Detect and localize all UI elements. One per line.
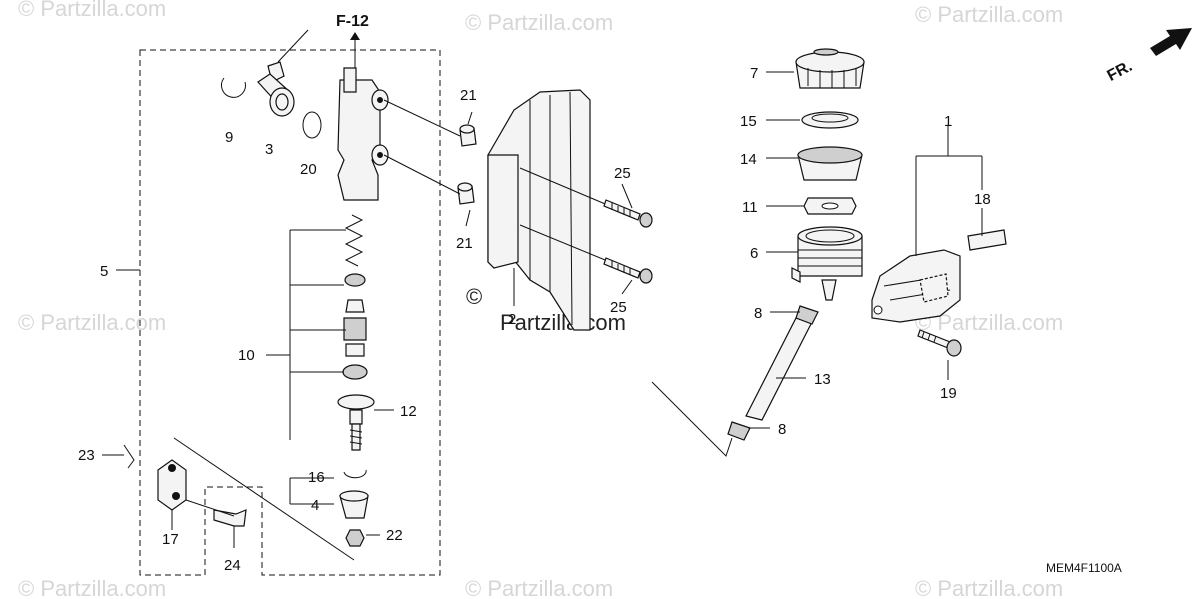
callout-25: 25 — [614, 165, 631, 182]
watermark: © Partzilla.com — [18, 0, 166, 21]
snap-ring — [343, 469, 367, 479]
bolt — [519, 224, 653, 284]
callout-18: 18 — [974, 191, 991, 208]
collar-top — [457, 182, 473, 192]
callout-10: 10 — [238, 347, 255, 364]
leader-line — [173, 437, 355, 561]
circlip — [221, 77, 246, 98]
callout-19: 19 — [940, 385, 957, 402]
leader-line — [383, 154, 461, 195]
hose-clamp — [727, 421, 751, 441]
diaphragm-top — [797, 146, 863, 164]
bolt — [519, 167, 653, 228]
callout-13: 13 — [814, 371, 831, 388]
clevis-hole — [168, 464, 176, 472]
callout-12: 12 — [400, 403, 417, 420]
caution-label — [967, 229, 1007, 251]
callout-15: 15 — [740, 113, 757, 130]
callout-6: 6 — [750, 245, 758, 262]
leader-line — [465, 111, 473, 227]
front-label: FR. — [1104, 58, 1135, 85]
nut — [345, 529, 365, 547]
watermark: © Partzilla.com — [18, 576, 166, 599]
o-ring — [302, 111, 322, 139]
watermark: © Partzilla.com — [915, 576, 1063, 599]
watermark-dark-symbol: © — [466, 284, 482, 309]
watermark: © Partzilla.com — [465, 10, 613, 35]
ref-arrow-head — [350, 32, 360, 40]
callout-8: 8 — [754, 305, 762, 322]
leader-line — [651, 381, 733, 457]
callout-23: 23 — [78, 447, 95, 464]
callout-24: 24 — [224, 557, 241, 574]
boot-top — [339, 490, 369, 502]
clevis-pin — [213, 509, 247, 527]
callout-1: 1 — [944, 113, 952, 130]
callout-8: 8 — [778, 421, 786, 438]
hose-clamp — [795, 305, 819, 325]
cotter-pin — [123, 444, 135, 469]
guard-plate — [487, 89, 591, 331]
leader-line — [383, 99, 461, 137]
reservoir-hose — [745, 317, 813, 421]
watermark: © Partzilla.com — [915, 2, 1063, 27]
callout-7: 7 — [750, 65, 758, 82]
leader-bracket — [266, 229, 346, 440]
watermark: © Partzilla.com — [465, 576, 613, 599]
callout-21: 21 — [460, 87, 477, 104]
leader-line — [185, 499, 235, 517]
callout-3: 3 — [265, 141, 273, 158]
callout-17: 17 — [162, 531, 179, 548]
watermark: © Partzilla.com — [18, 310, 166, 335]
reservoir-cover — [871, 249, 961, 323]
reservoir-cap — [795, 48, 865, 89]
leader-line — [621, 183, 633, 295]
master-cylinder-body — [337, 67, 389, 201]
float-hole — [821, 202, 839, 210]
callout-14: 14 — [740, 151, 757, 168]
callout-20: 20 — [300, 161, 317, 178]
cover-bolt — [917, 329, 962, 357]
leader-bracket — [289, 477, 334, 505]
callout-25: 25 — [610, 299, 627, 316]
hose-joint — [257, 29, 309, 117]
clevis-hole — [172, 492, 180, 500]
callout-21: 21 — [456, 235, 473, 252]
callout-4: 4 — [311, 497, 319, 514]
collar-top — [459, 124, 475, 134]
callout-5: 5 — [100, 263, 108, 280]
front-arrow: FR. — [1104, 28, 1192, 85]
assembly-box-dashed — [139, 49, 441, 576]
push-rod — [337, 394, 375, 451]
callout-11: 11 — [742, 199, 758, 216]
set-plate — [801, 111, 859, 129]
callout-16: 16 — [308, 469, 325, 486]
diagram-code: MEM4F1100A — [1046, 561, 1122, 575]
callout-9: 9 — [225, 129, 233, 146]
piston-set — [342, 214, 368, 380]
watermarks: © Partzilla.com © Partzilla.com © Partzi… — [18, 0, 1063, 599]
callout-22: 22 — [386, 527, 403, 544]
watermark-dark-text: Partzilla.com — [500, 310, 626, 335]
callout-2: 2 — [508, 311, 516, 328]
callouts: 1 2 3 4 5 6 7 8 8 9 10 11 12 13 14 15 16… — [78, 65, 991, 574]
ref-label-f12: F-12 — [336, 13, 369, 30]
reservoir-tank — [791, 226, 863, 301]
set-plate-inner — [811, 113, 849, 123]
leader-bracket — [915, 126, 983, 256]
